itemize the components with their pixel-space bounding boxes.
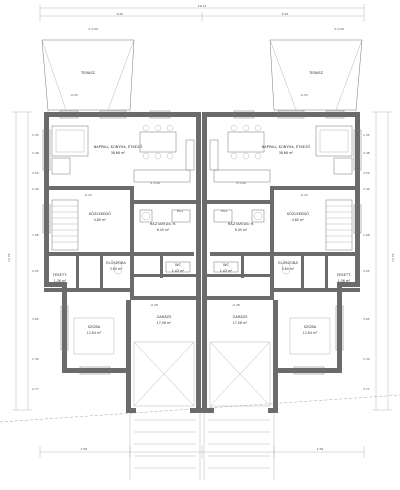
room-name-terasz-right: TERASZ — [308, 71, 324, 75]
level-terrace-right: -0.25 — [300, 93, 308, 97]
room-area-garazs-left: 17.08 m² — [157, 321, 172, 325]
room-name-wc-left: WC — [175, 263, 182, 267]
right-dim-3: 2.49 — [363, 187, 370, 191]
room-name-kozleked-right: KÖZLEKEDŐ — [287, 211, 309, 216]
room-area-kozleked-left: 4.80 m² — [94, 218, 107, 222]
driveway — [129, 412, 275, 480]
room-name-eloszoba-left: ELŐSZOBA — [106, 260, 126, 265]
room-name-kozleked-left: KÖZLEKEDŐ — [89, 211, 111, 216]
left-dim-8: 1.30 — [32, 357, 39, 361]
room-name-wc-right: WC — [223, 263, 230, 267]
room-area-eloszoba-right: 3.60 m² — [282, 267, 295, 271]
room-name-terasz-left: TERASZ — [80, 71, 96, 75]
room-area-nappali-right: 38.66 m² — [279, 151, 294, 155]
room-area-szoba-left: 12.64 m² — [87, 331, 102, 335]
room-name-haztartasi-left: HÁZTARTÁSI H. — [150, 221, 177, 226]
left-dim-1: 2.48 — [32, 151, 39, 155]
level-stair-right: -0.15 — [300, 193, 308, 197]
room-name-fekette-left: FEKETT. — [53, 273, 67, 277]
level-living-right: ± 0.00 — [236, 181, 246, 185]
right-dim-total: 13.35 — [391, 253, 395, 262]
level-garage-left: -0.28 — [150, 303, 158, 307]
room-name-eloszoba-right: ELŐSZOBA — [278, 260, 298, 265]
right-span-label: 6.95 — [282, 12, 289, 16]
level-stair-left: -0.15 — [84, 193, 92, 197]
room-area-fekette-right: 1.36 m² — [338, 279, 351, 283]
room-name-nappali-right: NAPPALI, KONYHA, ÉTKEZŐ — [262, 144, 311, 149]
terrace-right: TERASZ -0.25 — [269, 39, 363, 118]
right-dim-6: 2.05 — [363, 269, 370, 273]
right-dim-2: 3.50 — [363, 171, 370, 175]
bottom-dim-right: 2.56 — [317, 447, 324, 451]
top-dimensions: 16.13 6.95 6.95 ± 0.00 ± 0.00 — [39, 4, 365, 31]
left-span-label: 6.95 — [117, 12, 124, 16]
room-name-garazs-left: GARÁZS — [157, 314, 173, 319]
left-dim-0: 1.35 — [32, 133, 39, 137]
furniture-left — [51, 124, 195, 355]
right-dim-7: 3.65 — [363, 317, 370, 321]
left-dim-4: 1.68 — [32, 233, 39, 237]
right-dim-4: 1.68 — [363, 233, 370, 237]
room-name-garazs-right: GARÁZS — [233, 314, 249, 319]
label-hg2: HG2 — [221, 209, 228, 213]
exterior-walls — [44, 112, 360, 413]
room-area-szoba-right: 12.64 m² — [303, 331, 318, 335]
right-dim-1: 2.48 — [363, 151, 370, 155]
level-garage-right: -0.28 — [232, 303, 240, 307]
right-dim-9: 2.77 — [363, 387, 370, 391]
level-living-left: ± 0.00 — [150, 181, 160, 185]
room-area-fekette-left: 1.36 m² — [54, 279, 67, 283]
left-dim-2: 3.50 — [32, 171, 39, 175]
room-area-haztartasi-right: 6.45 m² — [235, 228, 248, 232]
level-terrace-left: -0.25 — [70, 93, 78, 97]
right-dim-8: 1.30 — [363, 357, 370, 361]
room-area-wc-left: 1.43 m² — [172, 269, 185, 273]
total-width-label: 16.13 — [198, 4, 207, 8]
room-area-eloszoba-left: 3.60 m² — [110, 267, 123, 271]
label-hg1: HG1 — [177, 209, 184, 213]
room-labels: NAPPALI, KONYHA, ÉTKEZŐ 38.66 m² NAPPALI… — [53, 144, 351, 335]
room-name-nappali-left: NAPPALI, KONYHA, ÉTKEZŐ — [94, 144, 143, 149]
room-name-haztartasi-right: HÁZTARTÁSI H. — [228, 221, 255, 226]
garage-hatch-right — [209, 341, 271, 407]
bottom-dimensions: 2.56 2.56 — [39, 446, 365, 458]
room-name-fekette-right: FEKETT. — [337, 273, 351, 277]
left-dim-6: 2.05 — [32, 269, 39, 273]
left-dim-7: 3.65 — [32, 317, 39, 321]
windows — [42, 110, 362, 375]
level-top-right: ± 0.00 — [334, 27, 344, 31]
right-dimensions: 1.35 2.48 3.50 2.49 1.68 13.35 2.05 3.65… — [363, 111, 395, 411]
terrace-left: TERASZ -0.25 — [41, 39, 135, 118]
room-area-haztartasi-left: 6.45 m² — [157, 228, 170, 232]
furniture-right — [209, 124, 353, 355]
room-area-nappali-left: 38.66 m² — [111, 151, 126, 155]
room-name-szoba-left: SZOBA — [88, 325, 101, 329]
bottom-dim-left: 2.56 — [81, 447, 88, 451]
garage-hatch-left — [133, 341, 195, 407]
interior-walls — [44, 186, 360, 300]
left-dim-9: 2.77 — [32, 387, 39, 391]
right-dim-0: 1.35 — [363, 133, 370, 137]
level-top-left: ± 0.00 — [88, 27, 98, 31]
left-dimensions: 1.35 2.48 3.50 2.49 1.68 13.35 2.05 3.65… — [7, 111, 39, 411]
left-dim-3: 2.49 — [32, 187, 39, 191]
room-area-kozleked-right: 4.80 m² — [292, 218, 305, 222]
room-area-wc-right: 1.43 m² — [220, 269, 233, 273]
room-area-garazs-right: 17.08 m² — [233, 321, 248, 325]
room-name-szoba-right: SZOBA — [304, 325, 317, 329]
left-dim-total: 13.35 — [7, 253, 11, 262]
